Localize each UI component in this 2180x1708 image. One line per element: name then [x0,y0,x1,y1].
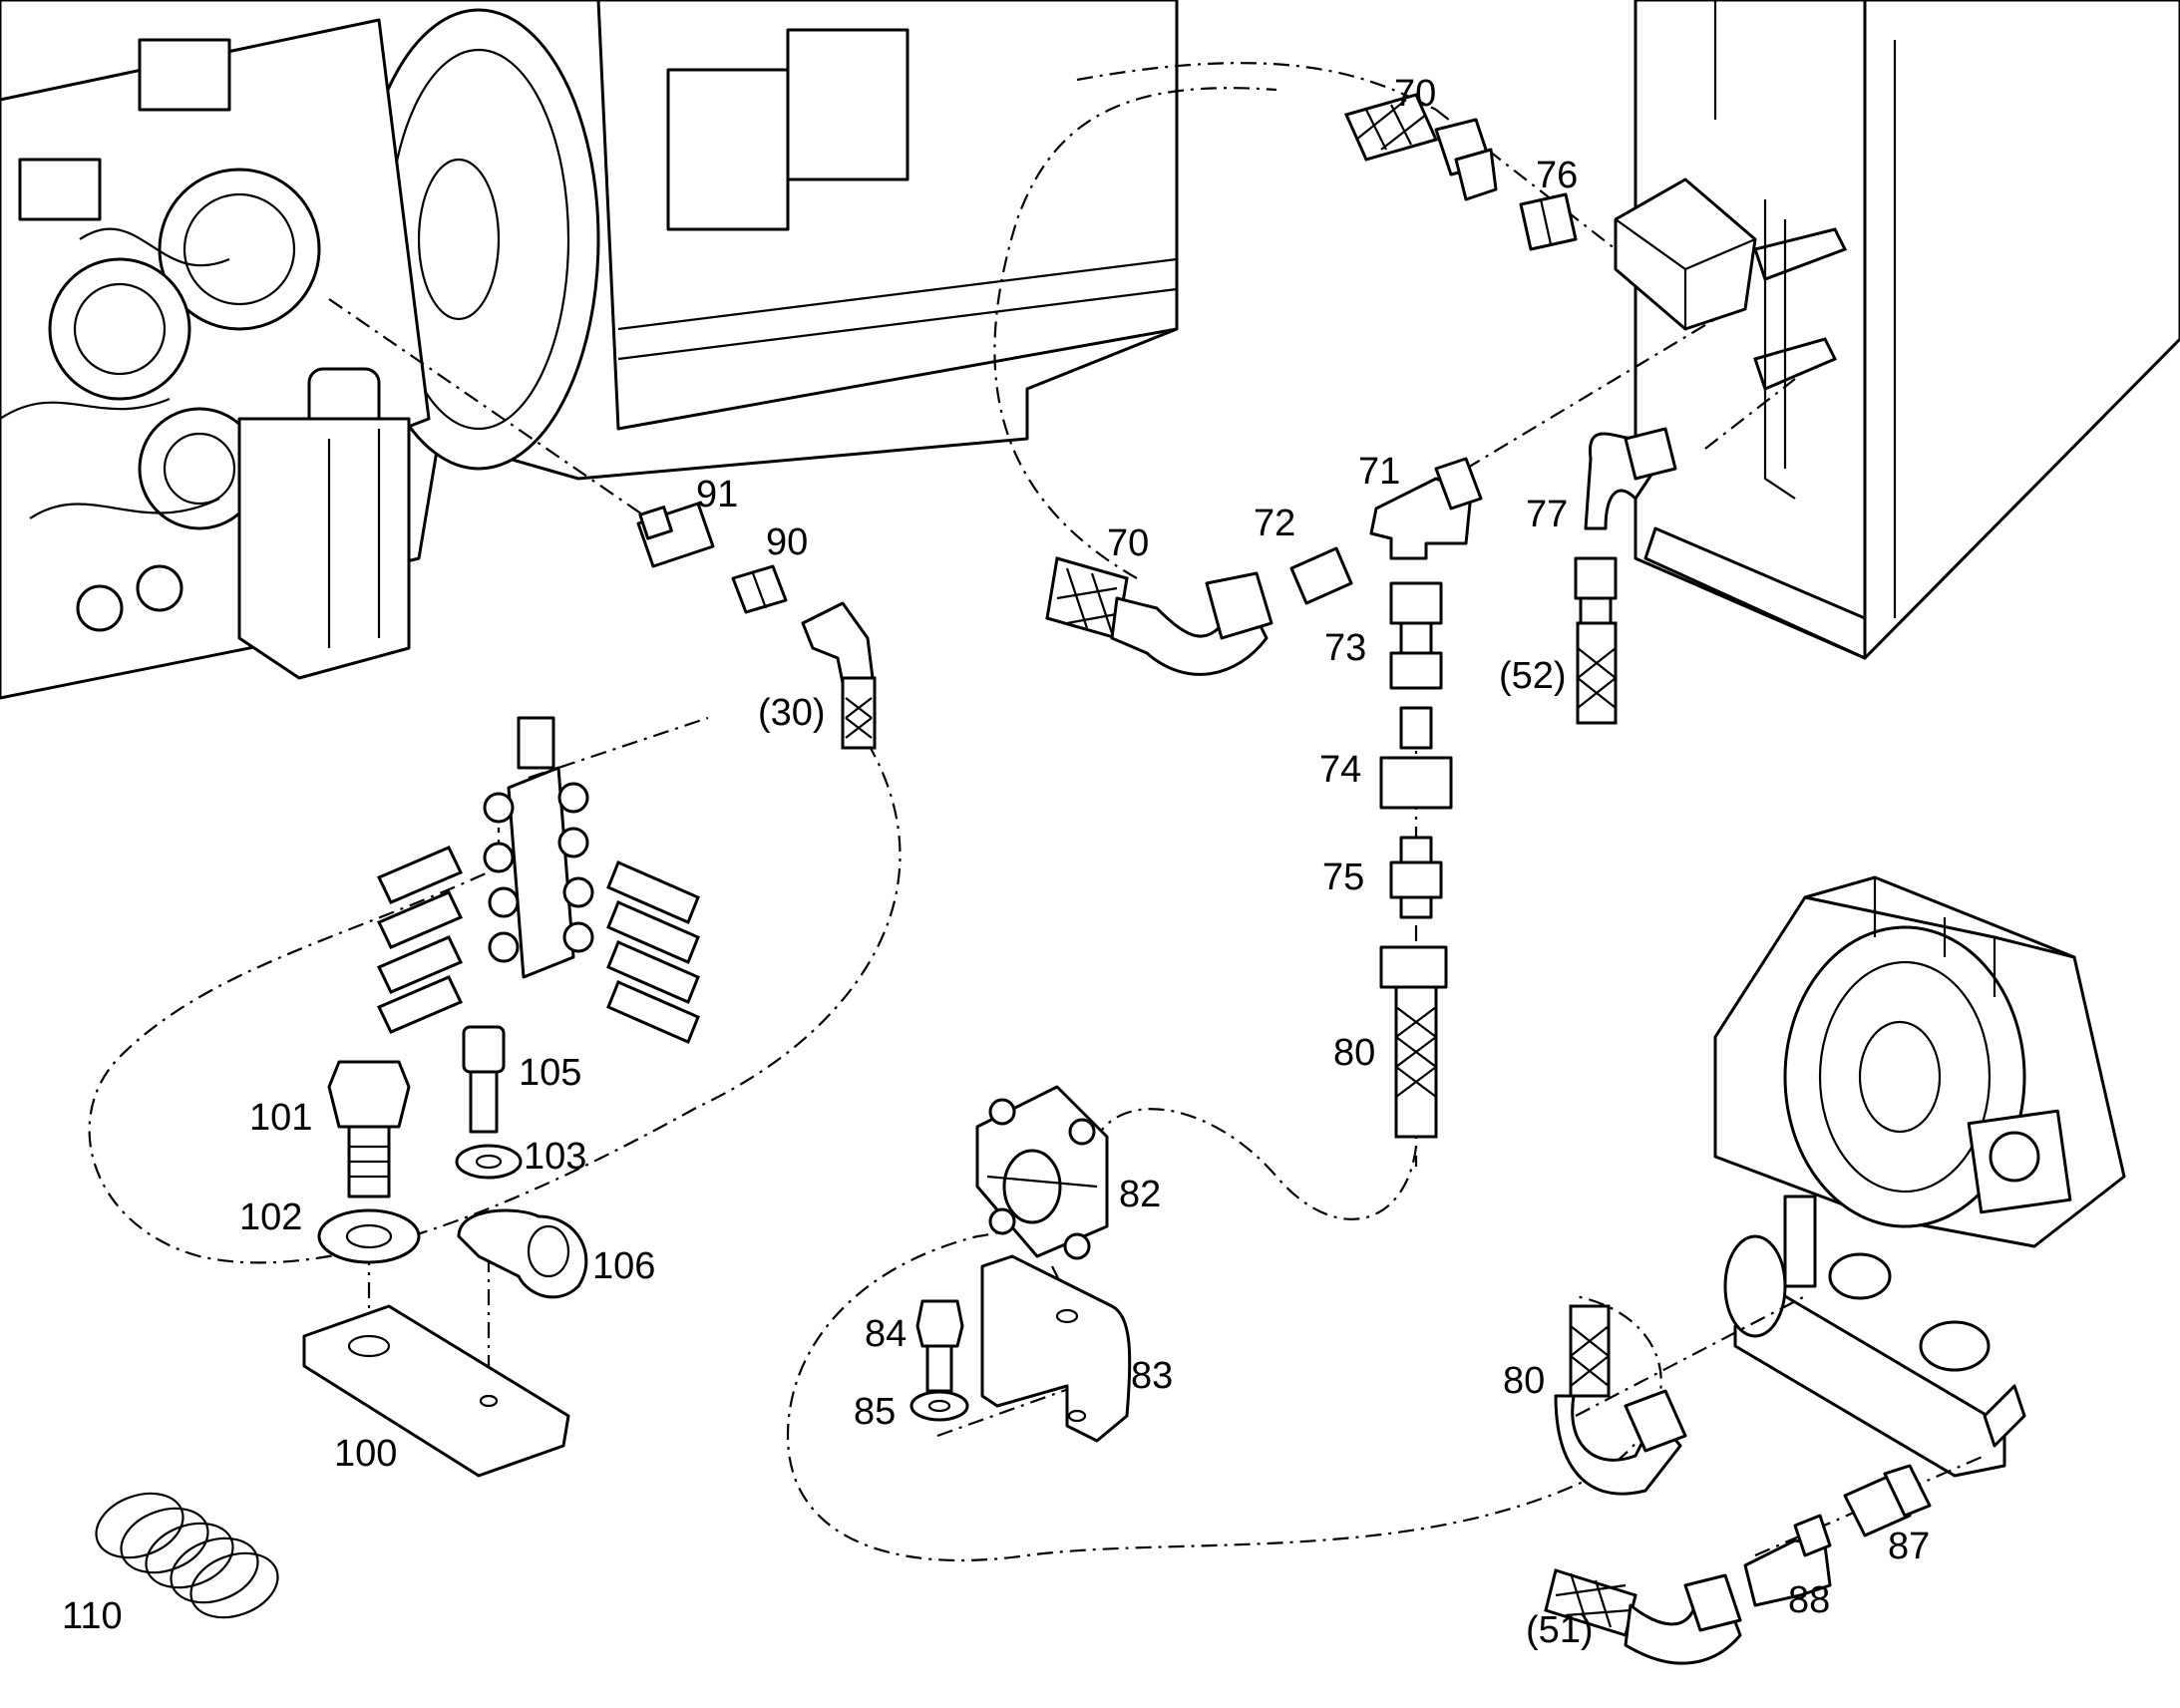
screw-105 [462,1025,506,1134]
tee-88 [1743,1514,1832,1607]
callout-105: 105 [519,1052,581,1094]
hose-70-elbow [1045,556,1273,676]
callout-71: 71 [1358,451,1400,493]
callout-labels: 70 76 91 90 (30) 71 72 70 77 73 (52) 74 … [62,73,1930,1651]
hose-80-vertical [1379,945,1448,1139]
clamp-106 [457,1208,588,1299]
adapter-74 [1379,706,1453,810]
distributor-hoses-left [376,846,464,1034]
hose-52 [1574,556,1618,725]
callout-87: 87 [1888,1526,1930,1567]
callout-110: 110 [62,1595,123,1637]
callout-90: 90 [766,521,808,563]
callout-103: 103 [524,1136,586,1178]
clamp-82 [975,1085,1109,1260]
adapter-75 [1389,836,1443,919]
adapter-76 [1519,192,1578,251]
bolt-84 [915,1299,964,1393]
callout-80-elbow: 80 [1503,1360,1545,1402]
callout-101: 101 [249,1097,312,1139]
callout-75: 75 [1322,856,1364,898]
callout-82: 82 [1119,1174,1161,1215]
lube-distributor-block [376,716,700,1044]
hose-30 [801,601,877,750]
callout-70-elbow: 70 [1107,522,1149,564]
bracket-83 [980,1254,1132,1443]
callout-80-vertical: 80 [1333,1032,1375,1074]
gearbox-housing [1713,875,2126,1478]
hose-80-elbow [1554,1304,1687,1496]
callout-73: 73 [1324,627,1366,669]
plate-100 [302,1304,570,1478]
generator-housing [1614,0,2180,660]
callout-30: (30) [758,692,826,734]
callout-76: 76 [1536,155,1578,196]
hose-70-top [1343,93,1498,201]
elbow-77 [1584,427,1677,530]
callout-83: 83 [1131,1355,1173,1397]
callout-85: 85 [854,1391,896,1433]
callout-70-top: 70 [1394,73,1436,115]
callout-91: 91 [696,474,738,515]
callout-102: 102 [239,1196,302,1238]
adapter-90 [731,564,788,614]
callout-106: 106 [592,1245,655,1287]
engine-gearbox-assembly [0,0,1179,700]
callout-88: 88 [1788,1579,1830,1621]
bolt-101 [327,1060,411,1198]
tee-71 [1369,457,1483,560]
washer-103 [455,1144,523,1180]
callout-84: 84 [865,1313,907,1355]
adapter-87 [1843,1464,1932,1537]
callout-74: 74 [1319,749,1361,791]
adapter-72 [1289,546,1353,605]
distributor-hoses-right [606,860,700,1044]
washer-102 [317,1208,421,1264]
nipple-73 [1389,581,1443,690]
washer-85 [909,1390,969,1422]
spring-110 [95,1492,279,1619]
callout-52: (52) [1499,655,1567,697]
hose-51 [1544,1568,1742,1665]
fitting-91 [636,502,715,568]
callout-100: 100 [334,1433,397,1475]
callout-72: 72 [1254,503,1295,544]
callout-77: 77 [1526,494,1568,535]
callout-51: (51) [1526,1609,1594,1651]
